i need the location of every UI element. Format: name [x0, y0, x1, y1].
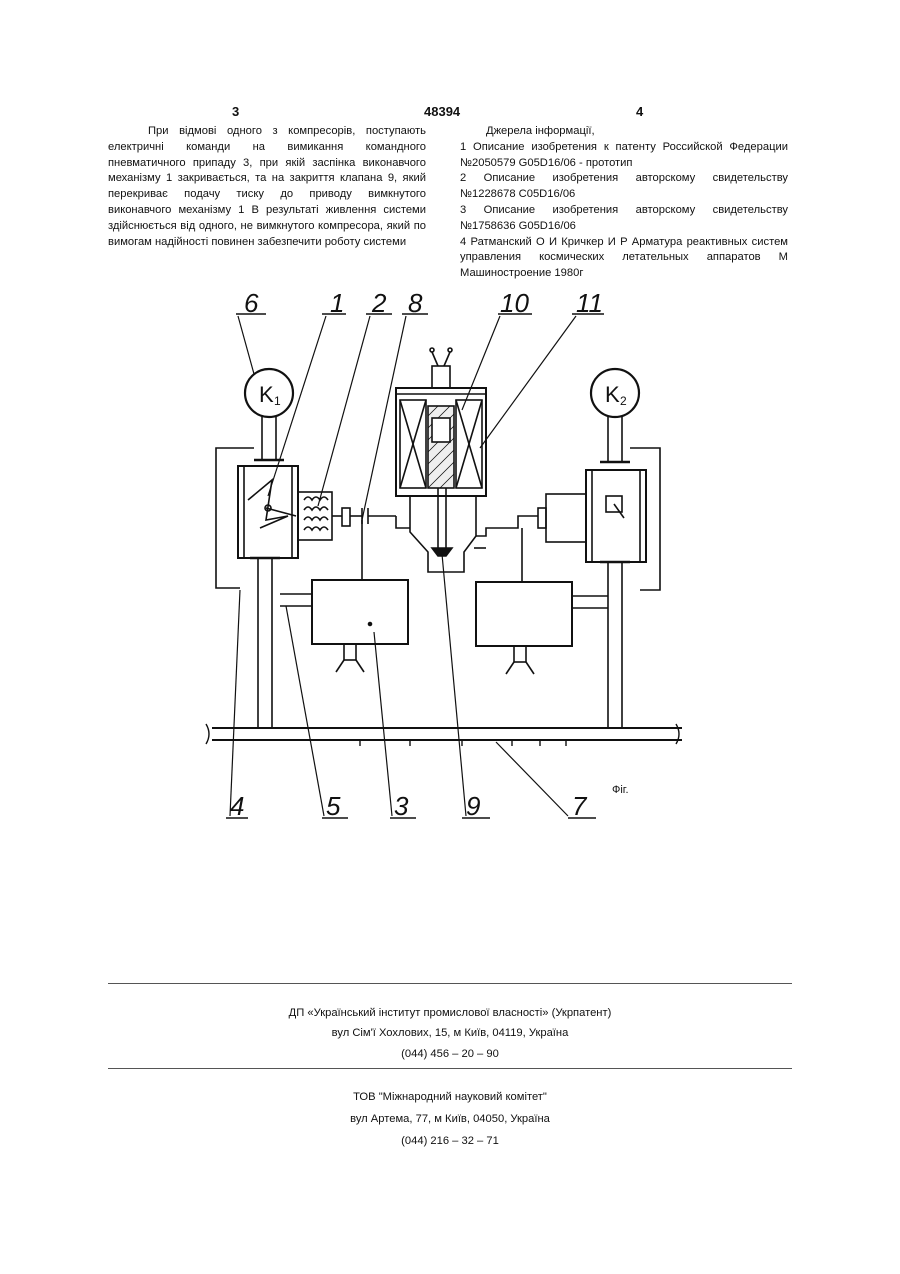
source-item: 2 Описание изобретения авторскому свидет…: [460, 171, 788, 203]
footer-address-1: вул Сім'ї Хохлових, 15, м Київ, 04119, У…: [0, 1022, 900, 1044]
label-10: 10: [500, 288, 529, 318]
sources-heading: Джерела інформації,: [460, 124, 788, 140]
label-11: 11: [576, 288, 603, 318]
label-6: 6: [244, 288, 259, 318]
page-number-left: 3: [232, 104, 239, 119]
footer-org-1: ДП «Український інститут промислової вла…: [0, 1002, 900, 1024]
gauge-k1-letter: K: [259, 382, 274, 407]
source-item: 3 Описание изобретения авторскому свидет…: [460, 203, 788, 235]
page-number-right: 4: [636, 104, 643, 119]
label-9: 9: [466, 791, 480, 821]
label-8: 8: [408, 288, 423, 318]
gauge-k2-letter: K: [605, 382, 620, 407]
divider: [108, 1068, 792, 1069]
footer-phone-1: (044) 456 – 20 – 90: [0, 1043, 900, 1065]
label-2: 2: [371, 288, 387, 318]
label-3: 3: [394, 791, 409, 821]
gauge-k2-sub: 2: [620, 394, 627, 408]
footer-org-2: ТОВ "Міжнародний науковий комітет": [0, 1086, 900, 1108]
footer-phone-2: (044) 216 – 32 – 71: [0, 1130, 900, 1152]
sources-column: Джерела інформації, 1 Описание изобретен…: [460, 124, 788, 282]
figure-caption: Фіг.: [612, 784, 629, 796]
source-item: 1 Описание изобретения к патенту Российс…: [460, 140, 788, 172]
label-1: 1: [330, 288, 344, 318]
label-4: 4: [230, 791, 244, 821]
gauge-k1-sub: 1: [274, 394, 281, 408]
divider: [108, 983, 792, 984]
label-7: 7: [572, 791, 588, 821]
body-paragraph: При відмові одного з компресорів, поступ…: [108, 124, 426, 250]
source-item: 4 Ратманский О И Кричкер И Р Арматура ре…: [460, 235, 788, 282]
label-5: 5: [326, 791, 341, 821]
footer-address-2: вул Артема, 77, м Київ, 04050, Україна: [0, 1108, 900, 1130]
left-column: При відмові одного з компресорів, поступ…: [108, 124, 426, 250]
patent-number: 48394: [424, 104, 460, 119]
patent-figure: 6 1 2 8 10 11 4 5 3 9 7 K 1 K 2 Фіг.: [190, 288, 720, 828]
